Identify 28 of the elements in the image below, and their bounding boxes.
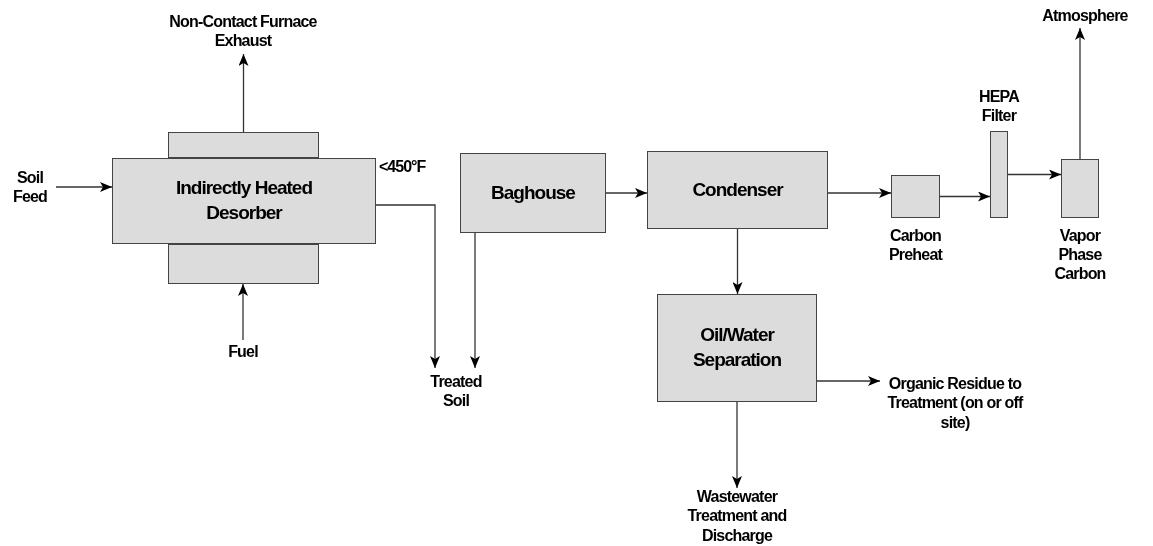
- flow-arrow: [732, 228, 743, 295]
- stream-label: Wastewater Treatment and Discharge: [666, 488, 808, 544]
- flow-arrow: [732, 401, 742, 489]
- stream-label: Soil Feed: [4, 164, 56, 210]
- flow-arrow: [238, 283, 248, 341]
- process-label: Oil/Water Separation: [691, 323, 783, 372]
- equipment-label: Vapor Phase Carbon: [1053, 226, 1107, 284]
- flow-arrow: [939, 191, 991, 202]
- flow-arrow: [816, 376, 881, 386]
- flow-arrow: [375, 204, 440, 369]
- stream-label: Non-Contact Furnace Exhaust: [158, 8, 328, 54]
- equipment-label: HEPA Filter: [977, 86, 1021, 125]
- stream-label: Organic Residue to Treatment (on or off site): [880, 366, 1030, 440]
- stream-label: Atmosphere: [1032, 4, 1138, 28]
- equipment-label: Carbon Preheat: [887, 226, 944, 265]
- flow-arrow: [238, 53, 249, 133]
- stream-label: Fuel: [213, 340, 273, 364]
- process-label: Condenser: [692, 177, 783, 202]
- process-label: Indirectly Heated Desorber: [174, 176, 314, 225]
- flow-arrow: [470, 232, 480, 369]
- flow-arrow: [55, 182, 113, 192]
- stream-label: Treated Soil: [420, 368, 492, 414]
- flow-arrow: [1075, 27, 1085, 160]
- flow-arrow: [605, 188, 648, 198]
- flow-arrow: [1007, 169, 1062, 180]
- process-label: Baghouse: [491, 180, 575, 205]
- temperature-label: <450°F: [379, 158, 426, 176]
- flow-arrow: [827, 188, 892, 198]
